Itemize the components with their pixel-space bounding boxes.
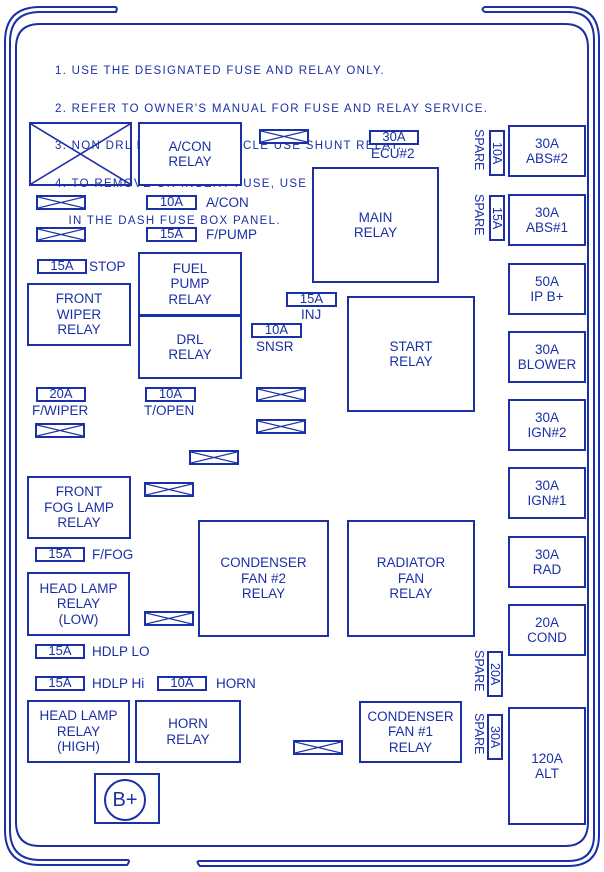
fuse-ffog-label: F/FOG: [92, 547, 134, 562]
fuse-fpump-label: F/PUMP: [206, 227, 258, 242]
fuel-pump-relay[interactable]: FUEL PUMP RELAY: [138, 252, 242, 316]
front-fog-lamp-relay[interactable]: FRONT FOG LAMP RELAY: [27, 476, 131, 539]
fuse-horn[interactable]: 10A: [157, 676, 207, 691]
fuse-inj-label: INJ: [301, 307, 322, 322]
fuse-rating: 15A: [159, 226, 184, 241]
head-lamp-relay-low[interactable]: HEAD LAMP RELAY (LOW): [27, 572, 130, 636]
fuse-rating: 15A: [48, 546, 72, 561]
fuse-topen-label: T/OPEN: [144, 403, 195, 418]
condenser-fan-1-relay[interactable]: CONDENSER FAN #1 RELAY: [359, 701, 462, 763]
fuse-alt[interactable]: 120A ALT: [508, 707, 586, 825]
fuse-rating: 20A: [488, 662, 502, 686]
cross-icon: [191, 452, 237, 463]
horn-relay[interactable]: HORN RELAY: [135, 700, 241, 763]
fuse-fwiper-label: F/WIPER: [32, 403, 89, 418]
fuse-snsr[interactable]: 10A: [251, 323, 302, 338]
empty-fuse-slot: [36, 195, 86, 210]
spare-label: SPARE: [472, 713, 486, 755]
cross-icon: [261, 131, 307, 142]
spare-label: SPARE: [472, 194, 486, 236]
fuse-stop-label: STOP: [89, 259, 126, 274]
fuse-hdlp-hi-label: HDLP Hi: [92, 676, 145, 691]
cross-icon: [146, 613, 192, 624]
fuse-ip-bplus[interactable]: 50A IP B+: [508, 263, 586, 315]
start-relay[interactable]: START RELAY: [347, 296, 475, 412]
cross-icon: [31, 124, 130, 184]
fuse-rating: 30A: [488, 725, 502, 749]
fuse-cond[interactable]: 20A COND: [508, 604, 586, 656]
fuse-ign2[interactable]: 30A IGN#2: [508, 399, 586, 451]
cross-icon: [38, 197, 84, 208]
fuse-ign1[interactable]: 30A IGN#1: [508, 467, 586, 519]
fuse-ffog[interactable]: 15A: [35, 547, 85, 562]
empty-fuse-slot: [144, 611, 194, 626]
acon-relay[interactable]: A/CON RELAY: [138, 122, 242, 186]
drl-relay[interactable]: DRL RELAY: [138, 315, 242, 379]
spare-label: SPARE: [472, 129, 486, 171]
fuse-rating: 20A: [49, 386, 73, 401]
cross-icon: [258, 389, 304, 400]
radiator-fan-relay[interactable]: RADIATOR FAN RELAY: [347, 520, 475, 637]
fuse-topen[interactable]: 10A: [145, 387, 196, 402]
fuse-rating: 15A: [48, 643, 72, 658]
spare-label: SPARE: [472, 650, 486, 692]
fuse-acon-label: A/CON: [206, 195, 249, 210]
fuse-fwiper[interactable]: 20A: [36, 387, 86, 402]
fuse-rating: 10A: [159, 194, 184, 209]
fuse-rad[interactable]: 30A RAD: [508, 536, 586, 588]
fuse-hdlp-hi[interactable]: 15A: [35, 676, 85, 691]
battery-plus-icon: B+: [104, 779, 146, 821]
fuse-snsr-label: SNSR: [256, 339, 294, 354]
note-2: 2. REFER TO OWNER'S MANUAL FOR FUSE AND …: [55, 102, 489, 115]
fuse-horn-label: HORN: [216, 676, 256, 691]
cross-icon: [295, 742, 341, 753]
empty-fuse-slot: [189, 450, 239, 465]
cross-icon: [258, 421, 304, 432]
empty-fuse-slot: [144, 482, 194, 497]
cross-icon: [38, 229, 84, 240]
fuse-hdlp-lo-label: HDLP LO: [92, 644, 150, 659]
empty-fuse-slot: [259, 129, 309, 144]
spare-fuse-10a[interactable]: 10A: [489, 130, 505, 176]
fuse-stop[interactable]: 15A: [37, 259, 87, 274]
empty-fuse-slot: [256, 419, 306, 434]
fuse-rating: 10A: [170, 675, 194, 690]
cross-icon: [146, 484, 192, 495]
note-1: 1. USE THE DESIGNATED FUSE AND RELAY ONL…: [55, 65, 386, 77]
note-4-cont: IN THE DASH FUSE BOX PANEL.: [55, 215, 281, 227]
fuse-rating: 10A: [264, 322, 289, 337]
fuse-rating: 30A: [382, 129, 406, 144]
fuse-ecu2-label: ECU#2: [371, 146, 415, 161]
fuse-rating: 15A: [48, 675, 72, 690]
fuse-blower[interactable]: 30A BLOWER: [508, 331, 586, 383]
fuse-hdlp-lo[interactable]: 15A: [35, 644, 85, 659]
battery-terminal[interactable]: B+: [94, 773, 160, 824]
fuse-rating: 10A: [490, 141, 504, 165]
spare-fuse-15a[interactable]: 15A: [489, 195, 505, 241]
fuse-acon[interactable]: 10A: [146, 195, 197, 210]
condenser-fan-2-relay[interactable]: CONDENSER FAN #2 RELAY: [198, 520, 329, 637]
battery-terminal-label: B+: [112, 788, 138, 811]
cross-icon: [37, 425, 83, 436]
spare-fuse-30a[interactable]: 30A: [487, 714, 503, 760]
fuse-inj[interactable]: 15A: [286, 292, 337, 307]
fuse-abs1[interactable]: 30A ABS#1: [508, 194, 586, 246]
front-wiper-relay[interactable]: FRONT WIPER RELAY: [27, 283, 131, 346]
fuse-rating: 15A: [490, 206, 504, 230]
empty-fuse-slot: [256, 387, 306, 402]
empty-fuse-slot: [36, 227, 86, 242]
fuse-rating: 15A: [50, 258, 74, 273]
main-relay[interactable]: MAIN RELAY: [312, 167, 439, 283]
fuse-abs2[interactable]: 30A ABS#2: [508, 125, 586, 177]
fuse-fpump[interactable]: 15A: [146, 227, 197, 242]
head-lamp-relay-high[interactable]: HEAD LAMP RELAY (HIGH): [27, 700, 130, 763]
spare-fuse-20a[interactable]: 20A: [487, 651, 503, 697]
fuse-ecu2[interactable]: 30A: [369, 130, 419, 145]
empty-relay-slot: [29, 122, 132, 186]
fuse-rating: 15A: [299, 291, 324, 306]
fuse-rating: 10A: [158, 386, 183, 401]
empty-fuse-slot: [35, 423, 85, 438]
empty-fuse-slot: [293, 740, 343, 755]
